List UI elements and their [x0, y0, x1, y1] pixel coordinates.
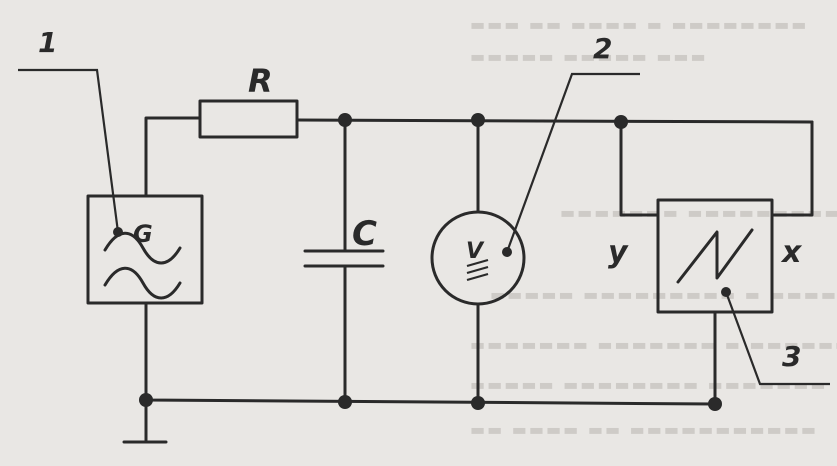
svg-text:▬▬▬▬▬▬▬ ▬▬▬▬▬▬▬ ▬ ▬▬▬▬▬▬▬: ▬▬▬▬▬▬▬ ▬▬▬▬▬▬▬ ▬ ▬▬▬▬▬▬▬	[470, 335, 837, 354]
sawtooth-sweep-icon	[656, 198, 774, 314]
svg-text:▬▬▬ ▬▬ ▬▬▬▬ ▬ ▬▬▬▬▬▬▬▬: ▬▬▬ ▬▬ ▬▬▬▬ ▬ ▬▬▬▬▬▬▬▬	[470, 15, 808, 34]
neon-lamp-indicator-icon	[430, 118, 526, 405]
capacitor-symbol	[303, 118, 385, 404]
callout-leader-3	[721, 287, 830, 386]
svg-text:▬▬ ▬▬▬▬ ▬▬ ▬▬▬▬▬▬▬▬▬▬▬: ▬▬ ▬▬▬▬ ▬▬ ▬▬▬▬▬▬▬▬▬▬▬	[470, 420, 818, 439]
resistor-symbol	[198, 99, 299, 139]
callout-1-label: 1	[38, 26, 57, 59]
sine-wave-generator-icon	[86, 194, 204, 305]
callout-3-label: 3	[782, 340, 801, 373]
callout-leader-1	[18, 68, 123, 237]
callout-2-label: 2	[593, 32, 612, 65]
svg-text:▬▬▬▬▬ ▬▬▬▬▬▬▬▬▬ ▬ ▬▬▬▬▬: ▬▬▬▬▬ ▬▬▬▬▬▬▬▬▬ ▬ ▬▬▬▬▬	[490, 285, 837, 304]
svg-text:▬▬▬▬▬ ▬▬▬▬▬▬▬▬ ▬▬▬▬▬▬▬: ▬▬▬▬▬ ▬▬▬▬▬▬▬▬ ▬▬▬▬▬▬▬	[470, 375, 827, 394]
callout-leader-2	[502, 72, 640, 257]
capacitor-label: C	[352, 214, 377, 254]
indicator-label: V	[466, 239, 485, 264]
generator-label: G	[133, 220, 153, 248]
paper-background-texture: ▬▬▬ ▬▬ ▬▬▬▬ ▬ ▬▬▬▬▬▬▬▬ ▬▬▬▬▬ ▬▬▬▬▬ ▬▬▬ ▬…	[470, 15, 837, 439]
oscilloscope-y-label: y	[608, 235, 629, 270]
oscilloscope-x-label: x	[780, 235, 803, 270]
resistor-label: R	[248, 62, 273, 100]
svg-text:▬▬▬▬▬▬▬ ▬▬▬▬▬▬▬▬▬▬▬: ▬▬▬▬▬▬▬ ▬▬▬▬▬▬▬▬▬▬▬	[560, 203, 837, 222]
junction-nodes	[139, 113, 722, 411]
svg-text:▬▬▬▬▬ ▬▬▬▬▬ ▬▬▬: ▬▬▬▬▬ ▬▬▬▬▬ ▬▬▬	[470, 47, 708, 66]
